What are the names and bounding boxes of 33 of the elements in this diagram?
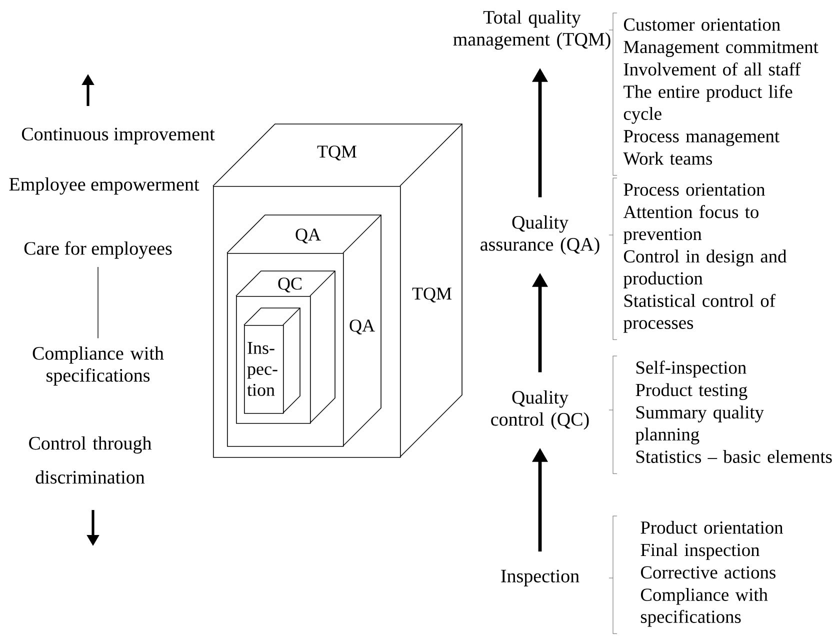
list-item: Final inspection — [640, 543, 760, 560]
list-item: Compliance with specifications — [640, 588, 768, 627]
list-item: Work teams — [623, 152, 712, 165]
list-item: Self-inspection — [636, 360, 746, 378]
text-label: Control through discrimination — [29, 436, 152, 484]
list-item: Attention focus to prevention — [623, 205, 758, 244]
list-item: Statistical control of processes — [624, 294, 776, 333]
list-item: Corrective actions — [640, 566, 776, 579]
node-label: TQM — [317, 146, 356, 160]
list-item: Statistics – basic elements — [636, 450, 832, 463]
cube: Ins- pec- tion — [244, 308, 300, 414]
text-label: Continuous improvement — [22, 128, 215, 144]
node-label: QA — [350, 320, 375, 334]
list-item: Process orientation — [624, 183, 765, 196]
text-label: Compliance with specifications — [32, 346, 164, 386]
text-label: Employee empowerment — [9, 177, 200, 195]
node-label: TQM — [412, 288, 452, 302]
node-label: QA — [296, 228, 321, 244]
list-item: The entire product life cycle — [624, 84, 792, 124]
node-label: QC — [278, 278, 302, 292]
stage-label: Quality assurance (QA) — [480, 215, 600, 255]
list-item: Product orientation — [640, 520, 784, 534]
stage-label: Quality control (QC) — [491, 390, 589, 430]
list-item: Customer orientation — [624, 18, 780, 31]
list-item: Control in design and production — [624, 250, 787, 288]
list-item: Management commitment — [624, 40, 818, 57]
list-item: Product testing — [636, 383, 748, 400]
stage-label: Total quality management (TQM) — [453, 10, 610, 50]
list-item: Involvement of all staff — [624, 62, 801, 76]
list-item: Summary quality planning — [636, 406, 764, 444]
list-item: Process management — [624, 130, 780, 146]
text-label: Care for employees — [24, 241, 172, 259]
stage-label: Inspection — [501, 570, 580, 586]
